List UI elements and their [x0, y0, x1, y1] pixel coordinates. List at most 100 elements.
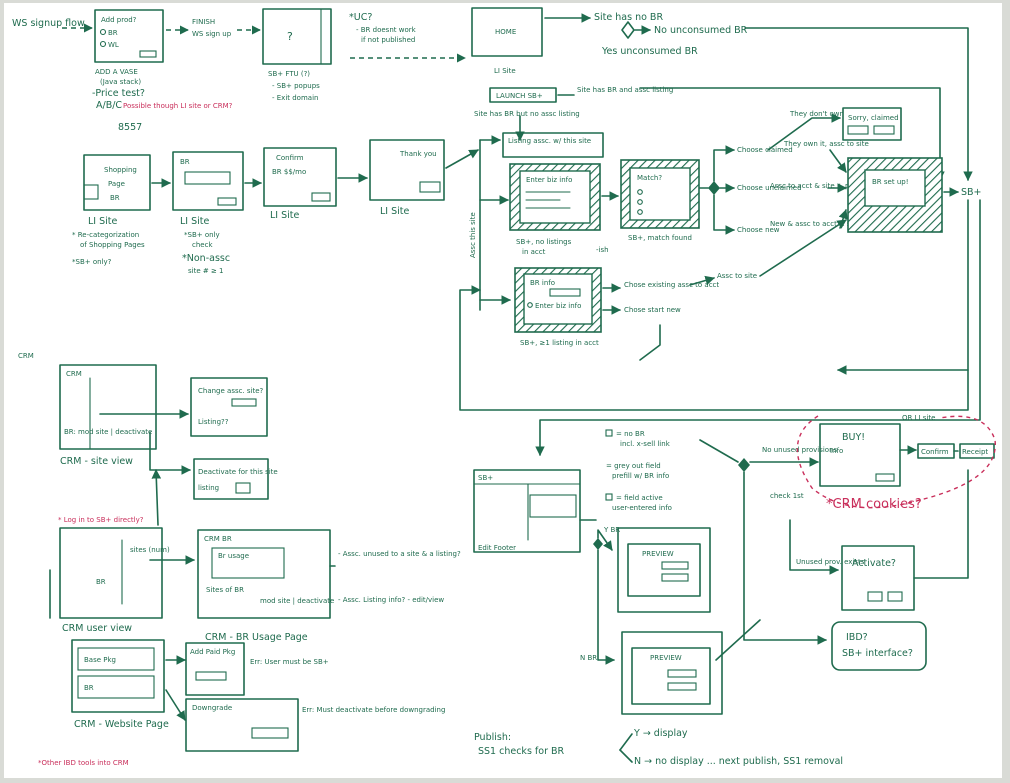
confirm-btn — [311, 192, 331, 202]
sb-edit-window — [473, 469, 581, 553]
field-active-legend: = field active — [616, 494, 663, 502]
ws-signup-up-label: WS sign up — [192, 30, 232, 38]
sb-window-title: SB+ — [478, 474, 493, 482]
preview1-frame — [617, 527, 711, 613]
n-br-label: N BR — [580, 654, 597, 662]
they-dont-own: They don't own — [789, 110, 844, 118]
preview2-field — [667, 669, 697, 678]
br-decision-diamond — [593, 538, 603, 550]
deactivate-box — [193, 458, 269, 500]
enter-biz-info-2: Enter biz info — [535, 302, 581, 310]
br-info-label: BR info — [530, 279, 555, 287]
sb-match-found: SB+, match found — [628, 234, 692, 242]
add-prod-opt-wl: WL — [108, 41, 119, 49]
to-activate-arrow — [789, 519, 839, 575]
shopping-page-line1: Shopping — [104, 166, 137, 174]
li-site-4: LI Site — [380, 206, 410, 217]
thank-you-label: Thank you — [399, 150, 437, 158]
br-select-title: BR — [180, 158, 190, 166]
crm-label: CRM — [18, 352, 34, 360]
crm-site-view-box — [59, 364, 157, 450]
crm-website-box — [71, 639, 165, 713]
no-br-legend: = no BR — [616, 430, 645, 438]
sorry-box — [842, 107, 902, 141]
br-usage-label: Br usage — [218, 552, 249, 560]
non-assc-2: site # ≥ 1 — [188, 267, 224, 275]
recat-note-2: of Shopping Pages — [80, 241, 145, 249]
website-to-downgrade-arrow — [165, 689, 186, 721]
receipt-mini-label: Receipt — [962, 448, 988, 456]
existing-to-assc — [689, 275, 715, 286]
err-must-deactivate-label: Err: Must deactivate before downgrading — [302, 706, 445, 714]
crm-site-box-title: CRM — [66, 370, 82, 378]
change-assc-label: Change assc. site? — [198, 387, 264, 395]
log-in-red-note: * Log in to SB+ directly? — [58, 516, 144, 524]
preview2-panel — [631, 647, 711, 705]
add-paid-field — [195, 671, 227, 681]
incl-xsell-legend: incl. x-sell link — [620, 440, 671, 448]
choose-new: Choose new — [737, 226, 780, 234]
n-no-display-label: N → no display ... next publish, SS1 rem… — [634, 756, 843, 767]
chose-existing: Chose existing assc to acct — [624, 281, 719, 289]
ftu-box — [262, 8, 332, 65]
assc-listing-info-label: - Assc. Listing info? - edit/view — [338, 596, 444, 604]
br-select-dropdown — [184, 171, 231, 185]
chose-start-new: Chose start new — [624, 306, 681, 314]
diamond-up-arrow — [713, 145, 735, 182]
base-pkg-panel — [77, 647, 155, 671]
err-user-must-label: Err: User must be SB+ — [250, 658, 329, 666]
buy-box — [819, 423, 901, 487]
site-has-no-br: Site has no BR — [594, 12, 663, 23]
user-entered-legend: user-entered info — [612, 504, 672, 512]
assc-to-acct: Assc to acct & site + prov. check — [770, 182, 886, 190]
claimed-to-sorry — [767, 113, 841, 151]
listing-assc-label: Listing assc. w/ this site — [508, 137, 591, 145]
deactivate-y-btn — [235, 482, 251, 494]
diamond-down-arrow — [713, 194, 735, 235]
choose-claimed: Choose claimed — [737, 146, 793, 154]
downgrade-box — [185, 698, 299, 752]
confirm-sub: BR $$/mo — [272, 168, 306, 176]
y-display-label: Y → display — [633, 728, 688, 739]
ws-signup-flow-label: WS signup flow — [12, 18, 85, 29]
grey-out-legend: = grey out field — [606, 462, 661, 470]
sb-no-listings-2: in acct — [522, 248, 546, 256]
uc-label: *UC? — [349, 12, 372, 23]
sorry-claimed: Sorry, claimed — [848, 114, 899, 122]
confirm-box — [263, 147, 337, 207]
own-to-setup — [829, 149, 847, 173]
add-prod-box — [94, 9, 164, 63]
no-unconsumed-br: No unconsumed BR — [654, 25, 748, 36]
publish-label: Publish: — [474, 732, 511, 743]
home-box — [471, 7, 543, 57]
add-paid-pkg-label: Add Paid Pkg — [190, 648, 235, 656]
home-label: HOME — [495, 28, 516, 36]
site-has-br-assc: Site has BR and assc listing — [577, 86, 673, 94]
or-li-site-label: OR LI site — [902, 414, 935, 422]
change-assc-dropdown — [231, 398, 257, 407]
ibd-box — [831, 621, 927, 671]
sb-only-check-1: *SB+ only — [184, 231, 220, 239]
sb-popups-label: - SB+ popups — [272, 82, 320, 90]
has-assc-route — [639, 87, 945, 181]
ss1-checks-label: SS1 checks for BR — [478, 746, 565, 757]
br-select-box — [172, 151, 244, 211]
activate-label: Activate? — [852, 558, 896, 569]
sb-only-check-2: check — [192, 241, 213, 249]
activate-yes-btn — [887, 591, 903, 602]
shopping-page-line2: Page — [108, 180, 125, 188]
legend-to-provision — [699, 439, 739, 463]
crm-br-usage-box — [197, 529, 331, 619]
assc-to-site: Assc to site — [717, 272, 757, 280]
downgrade-field — [251, 727, 289, 739]
price-test-label: -Price test? — [92, 88, 145, 99]
enter-biz-info: Enter biz info — [526, 176, 572, 184]
match-title: Match? — [637, 174, 662, 182]
add-paid-pkg-box — [185, 642, 245, 696]
preview2-label: PREVIEW — [650, 654, 682, 662]
downgrade-label: Downgrade — [192, 704, 232, 712]
sb-existing-panel — [523, 273, 593, 325]
shopping-page-line3: BR — [110, 194, 120, 202]
sites-num-label: sites (num) — [130, 546, 170, 554]
sorry-btn-2 — [873, 125, 895, 135]
